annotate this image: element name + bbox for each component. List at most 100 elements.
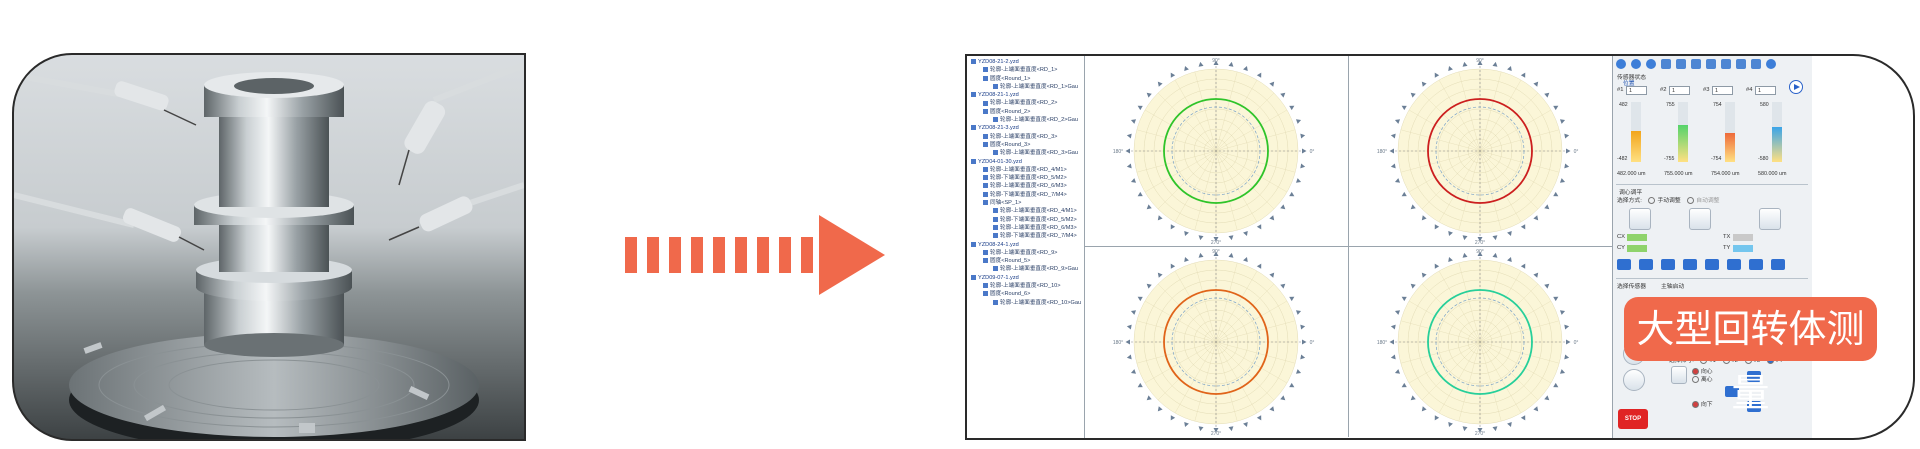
- tree-item[interactable]: 轮廓-上端面垂直度<RD_4/M1>: [969, 207, 1084, 215]
- tick-marker: [1295, 178, 1302, 183]
- profile-trace: [1427, 98, 1533, 204]
- play-button[interactable]: [1789, 80, 1803, 94]
- tree-item-label: YZD04-01-30.yzd: [978, 158, 1022, 165]
- tree-item[interactable]: 圆度<Round_5>: [969, 257, 1084, 265]
- tree-item[interactable]: 轮廓-上端面垂直度<RD_2>: [969, 99, 1084, 107]
- tree-item[interactable]: 轮廓-下端面垂直度<RD_5/M2>: [969, 216, 1084, 224]
- item-icon: [993, 299, 998, 305]
- tree-item[interactable]: 轮廓-上端面垂直度<RD_3>Gau: [969, 149, 1084, 157]
- tree-item-label: 轮廓-上端面垂直度<RD_10>Gau: [1000, 299, 1082, 306]
- dir-out-radio[interactable]: [1692, 375, 1699, 383]
- sensor-select[interactable]: 1: [1712, 86, 1733, 95]
- tick-marker: [1401, 296, 1407, 302]
- tick-marker: [1544, 283, 1550, 289]
- tick-marker: [1213, 428, 1219, 433]
- grid-spoke: [1215, 341, 1238, 422]
- tree-item[interactable]: 轮廓-上端面垂直度<RD_4/M1>: [969, 166, 1084, 174]
- adjust-button-3[interactable]: [1661, 259, 1675, 270]
- refresh-icon[interactable]: [1631, 59, 1641, 69]
- tree-item[interactable]: YZD08-21-2.yzd: [969, 58, 1084, 66]
- arrow-up-button[interactable]: [1747, 371, 1761, 382]
- tree-item[interactable]: YZD09-07-1.yzd: [969, 274, 1084, 282]
- adjust-button-7[interactable]: [1749, 259, 1763, 270]
- adjust-button-6[interactable]: [1727, 259, 1741, 270]
- tick-marker: [1256, 224, 1262, 230]
- tick-marker: [1125, 339, 1130, 345]
- tick-marker: [1170, 263, 1176, 269]
- stop-button[interactable]: STOP: [1618, 409, 1648, 429]
- adjust-button-8[interactable]: [1771, 259, 1785, 270]
- tree-item[interactable]: YZD04-01-30.yzd: [969, 158, 1084, 166]
- grid-spoke: [1479, 270, 1522, 343]
- tree-item[interactable]: 轮廓-上端面垂直度<RD_6/M3>: [969, 182, 1084, 190]
- tree-item[interactable]: 轮廓-上端面垂直度<RD_9>: [969, 249, 1084, 257]
- polar-plot-4[interactable]: 90°270°180°0°: [1349, 247, 1612, 437]
- tree-item[interactable]: 轮廓-上端面垂直度<RD_6/M3>: [969, 224, 1084, 232]
- center-adjust-icon[interactable]: [1629, 208, 1651, 230]
- gauge-fill: [1678, 124, 1688, 162]
- tree-item[interactable]: YZD08-24-1.yzd: [969, 241, 1084, 249]
- grid-spoke: [1421, 150, 1481, 210]
- arrow-left-button[interactable]: [1725, 386, 1739, 397]
- adjust-button-5[interactable]: [1705, 259, 1719, 270]
- gauge-unit-label: 754.000 um: [1711, 171, 1740, 177]
- angle-label-top: 90°: [1476, 249, 1484, 255]
- adjust-button-2[interactable]: [1639, 259, 1653, 270]
- tree-item-label: 轮廓-上端面垂直度<RD_4/M1>: [1000, 208, 1077, 215]
- export-icon[interactable]: [1751, 59, 1761, 69]
- dir-in-radio[interactable]: [1692, 367, 1699, 375]
- grid-spoke: [1136, 341, 1217, 364]
- sensor-select[interactable]: 1: [1626, 86, 1647, 95]
- tick-marker: [1421, 406, 1427, 412]
- level-adjust-icon[interactable]: [1689, 208, 1711, 230]
- tree-item[interactable]: 轮廓-下端面垂直度<RD_7/M4>: [969, 232, 1084, 240]
- tick-marker: [1394, 369, 1401, 374]
- tick-marker: [1559, 369, 1566, 374]
- axis-icon[interactable]: [1676, 59, 1686, 69]
- help-icon[interactable]: [1766, 59, 1776, 69]
- settings-icon[interactable]: [1691, 59, 1701, 69]
- target-icon[interactable]: [1646, 59, 1656, 69]
- arrow-down-button[interactable]: [1747, 401, 1761, 412]
- probe-icon[interactable]: [1661, 59, 1671, 69]
- polar-plot-3[interactable]: 90°270°180°0°: [1085, 247, 1349, 437]
- adjust-button-4[interactable]: [1683, 259, 1697, 270]
- tree-item[interactable]: 轮廓-上端面垂直度<RD_1>: [969, 66, 1084, 74]
- tree-item[interactable]: 同轴<SP_1>: [969, 199, 1084, 207]
- grid-icon[interactable]: [1721, 59, 1731, 69]
- user-icon[interactable]: [1706, 59, 1716, 69]
- tree-item[interactable]: 轮廓-上端面垂直度<RD_9>Gau: [969, 265, 1084, 273]
- tree-item[interactable]: 圆度<Round_1>: [969, 75, 1084, 83]
- tree-item[interactable]: 轮廓-上端面垂直度<RD_10>Gau: [969, 299, 1084, 307]
- sensor-select[interactable]: 1: [1669, 86, 1690, 95]
- dir-down-label: 向下: [1701, 402, 1713, 408]
- tree-item[interactable]: 轮廓-下端面垂直度<RD_5/M2>: [969, 174, 1084, 182]
- grid-spoke: [1421, 341, 1481, 401]
- tree-item[interactable]: 圆度<Round_2>: [969, 108, 1084, 116]
- tree-item[interactable]: 轮廓-上端面垂直度<RD_3>: [969, 133, 1084, 141]
- tick-marker: [1553, 382, 1559, 388]
- polar-plot-2[interactable]: 90°270°180°0°: [1349, 56, 1612, 247]
- tree-item[interactable]: YZD08-21-1.yzd: [969, 91, 1084, 99]
- auto-adjust-icon[interactable]: [1759, 208, 1781, 230]
- folder-icon[interactable]: [1736, 59, 1746, 69]
- polar-plot-1[interactable]: 90°270°180°0°: [1085, 56, 1349, 247]
- dir-down-radio[interactable]: [1692, 400, 1699, 408]
- tree-item[interactable]: YZD08-21-3.yzd: [969, 124, 1084, 132]
- sensor-select[interactable]: 1: [1755, 86, 1776, 95]
- adjust-button-1[interactable]: [1617, 259, 1631, 270]
- tree-item[interactable]: 轮廓-上端面垂直度<RD_2>Gau: [969, 116, 1084, 124]
- radio-manual[interactable]: [1648, 196, 1656, 204]
- home-icon[interactable]: [1616, 59, 1626, 69]
- tree-item[interactable]: 圆度<Round_3>: [969, 141, 1084, 149]
- run-icon[interactable]: [1623, 369, 1645, 391]
- tree-item-label: 圆度<Round_5>: [990, 258, 1031, 265]
- dir-out: 离心: [1687, 374, 1713, 383]
- tree-item[interactable]: 轮廓-上端面垂直度<RD_1>Gau: [969, 83, 1084, 91]
- tree-item[interactable]: 轮廓-下端面垂直度<RD_7/M4>: [969, 191, 1084, 199]
- tree-item[interactable]: 轮廓-上端面垂直度<RD_10>: [969, 282, 1084, 290]
- radio-auto[interactable]: [1687, 196, 1695, 204]
- title-badge: 大型回转体测量: [1624, 297, 1877, 415]
- tree-item[interactable]: 圆度<Round_6>: [969, 290, 1084, 298]
